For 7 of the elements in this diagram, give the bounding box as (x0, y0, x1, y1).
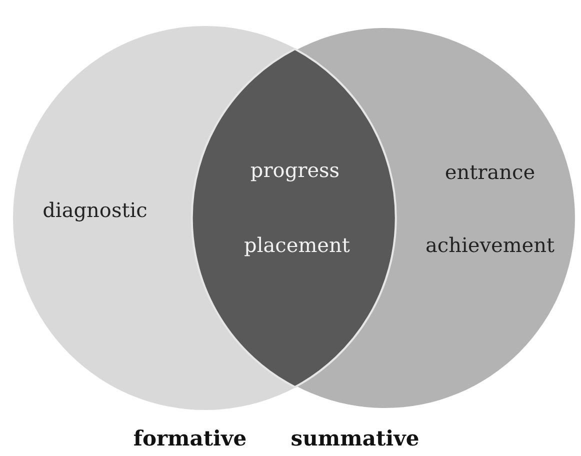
region-label: progress (250, 158, 340, 182)
region-label: achievement (425, 233, 555, 257)
set-label: summative (290, 426, 420, 450)
set-label: formative (133, 426, 247, 450)
region-label: entrance (444, 160, 536, 184)
region-label: placement (244, 233, 350, 257)
region-label: diagnostic (42, 198, 148, 222)
